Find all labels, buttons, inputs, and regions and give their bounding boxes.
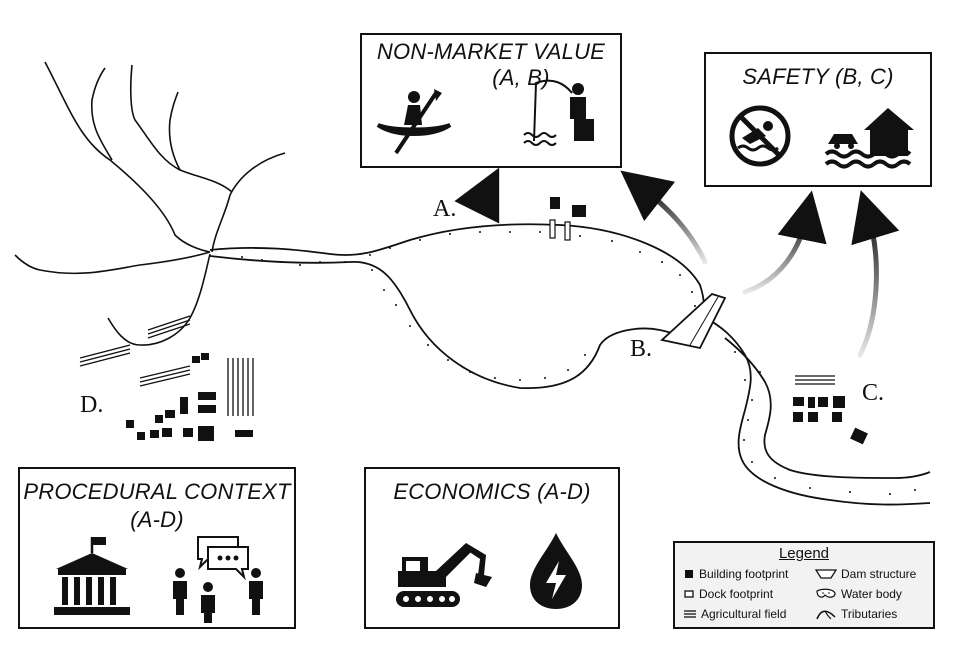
legend-box: Legend Building footprint Dam structure … (673, 541, 935, 629)
economics-box: ECONOMICS (A-D) (364, 467, 620, 629)
kayak-icon (376, 89, 452, 155)
government-building-icon (54, 537, 130, 615)
dam-structure-symbol (815, 569, 837, 579)
reservoir (209, 223, 931, 506)
fishing-icon (523, 79, 594, 146)
arrow-c-safety (851, 190, 900, 358)
safety-title: SAFETY (B, C) (742, 64, 894, 89)
arrow-b-safety (742, 190, 827, 295)
arrow-b-nonmarket (620, 170, 708, 265)
excavator-icon (396, 543, 492, 607)
legend-title: Legend (778, 545, 830, 562)
buildings-site-c (793, 396, 868, 445)
flood-icon (824, 108, 914, 169)
docks-site-a (549, 197, 586, 241)
procedural-context-title: PROCEDURAL CONTEXT (23, 479, 291, 504)
site-label-a: A. (433, 196, 457, 222)
economics-title: ECONOMICS (A-D) (393, 479, 591, 504)
tributaries-symbol (816, 610, 836, 620)
water-body-stipple (241, 231, 916, 495)
procedural-context-box: PROCEDURAL CONTEXT (A-D) (18, 467, 296, 629)
agriculture-site-c (795, 375, 835, 385)
legend-label-tributaries: Tributaries (841, 607, 898, 621)
non-market-value-title: NON-MARKET VALUE (376, 39, 606, 64)
legend-item-tributaries: Tributaries (815, 607, 897, 621)
site-label-c: C. (862, 380, 885, 406)
legend-label-dam: Dam structure (841, 567, 917, 581)
dam-structure (660, 292, 727, 350)
legend-item-water: Water body (815, 587, 902, 601)
water-body-symbol (816, 588, 836, 598)
safety-box: SAFETY (B, C) (704, 52, 932, 187)
legend-label-agriculture: Agricultural field (701, 607, 787, 621)
arrows (454, 167, 900, 358)
legend-label-building: Building footprint (699, 567, 789, 581)
dock-footprint-symbol (684, 590, 694, 598)
site-label-d: D. (80, 392, 104, 418)
no-swimming-icon (729, 105, 791, 167)
tributaries (14, 61, 286, 346)
legend-item-building: Building footprint (683, 567, 788, 581)
non-market-value-box: NON-MARKET VALUE (A, B) (360, 33, 622, 168)
legend-item-dock: Dock footprint (683, 587, 773, 601)
legend-item-dam: Dam structure (815, 567, 916, 581)
arrow-a (454, 167, 500, 224)
buildings-site-d (126, 353, 253, 441)
legend-label-water: Water body (841, 587, 902, 601)
agricultural-field-symbol (684, 610, 696, 618)
non-market-value-subtitle: (A, B) (492, 65, 550, 90)
procedural-context-subtitle: (A-D) (130, 507, 184, 532)
people-discussion-icon (173, 536, 263, 623)
legend-item-agriculture: Agricultural field (683, 607, 786, 621)
hydropower-drop-icon (530, 533, 582, 609)
legend-label-dock: Dock footprint (699, 587, 774, 601)
site-label-b: B. (630, 336, 653, 362)
building-footprint-symbol (685, 570, 693, 578)
agriculture-site-d (79, 315, 254, 416)
